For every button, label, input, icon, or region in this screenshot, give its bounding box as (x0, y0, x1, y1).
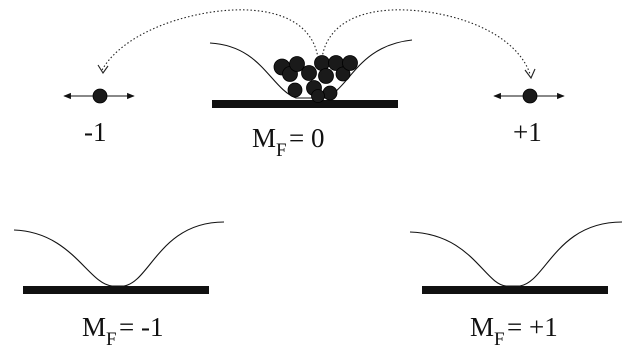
bottom-left-label-value: = -1 (119, 312, 163, 342)
bottom-left-trap (13, 221, 225, 294)
atom (289, 56, 305, 72)
center-label-main: M (252, 123, 276, 153)
right-atom-group: +1 (493, 88, 565, 147)
center-label: M F = 0 (252, 123, 324, 161)
left-atom-group: -1 (63, 88, 135, 147)
bottom-right-label-sub: F (494, 329, 505, 350)
center-trap (209, 39, 413, 108)
atom (342, 55, 358, 71)
bottom-left-potential-well (13, 221, 225, 287)
atom-cluster (273, 55, 358, 103)
center-label-value: = 0 (289, 123, 324, 153)
transition-arrow-left-head (97, 64, 109, 74)
bottom-right-label: M F = +1 (470, 312, 558, 350)
transition-arrow-right (321, 9, 531, 75)
right-marker-label: +1 (513, 117, 542, 147)
bottom-left-label-main: M (82, 312, 106, 342)
bottom-right-label-value: = +1 (507, 312, 558, 342)
bottom-right-substrate-bar (422, 286, 608, 294)
bottom-right-label-main: M (470, 312, 494, 342)
bottom-left-label: M F = -1 (82, 312, 163, 350)
atom (335, 66, 351, 82)
bottom-right-trap (409, 221, 623, 294)
right-atom (522, 88, 538, 104)
atom (318, 68, 334, 84)
transition-arrow-left (101, 9, 319, 71)
left-marker-label: -1 (84, 117, 107, 147)
transition-arrows (97, 9, 536, 80)
atom (311, 89, 325, 103)
left-atom (92, 88, 108, 104)
bottom-right-potential-well (409, 221, 623, 287)
bottom-left-label-sub: F (106, 329, 117, 350)
center-potential-well (209, 39, 413, 99)
atom (322, 85, 338, 101)
bottom-left-substrate-bar (23, 286, 209, 294)
atom (287, 82, 303, 98)
center-label-sub: F (276, 140, 287, 161)
atom (301, 65, 317, 81)
center-substrate-bar (212, 100, 398, 108)
transition-arrow-right-head (524, 68, 536, 80)
